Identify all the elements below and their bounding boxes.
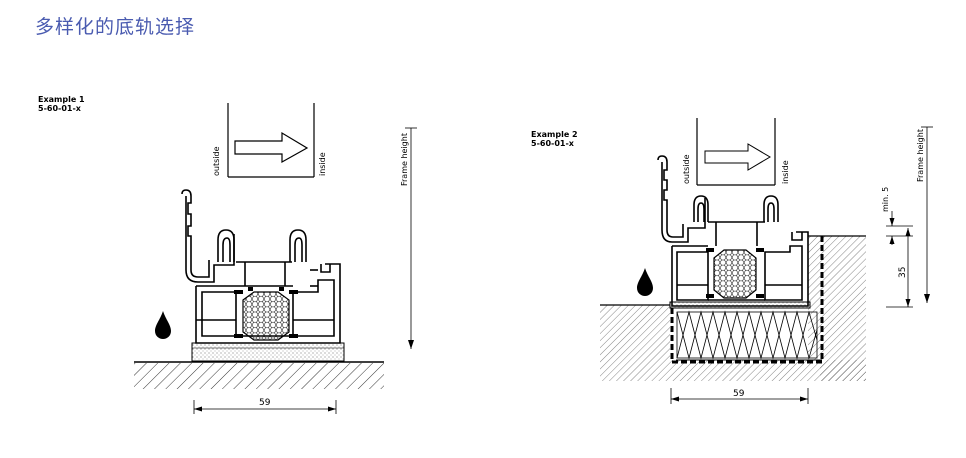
- insulation-core-1: [242, 291, 290, 341]
- depth-value-2: 35: [898, 267, 908, 278]
- width-dim-2: 59: [670, 388, 809, 404]
- depth-dims-2: [886, 211, 913, 308]
- example-2-code: 5-60-01-x: [531, 139, 574, 148]
- water-drop-icon: [637, 268, 653, 296]
- frame-height-dim-2: Frame height: [916, 126, 933, 303]
- insulation-core-2: [713, 249, 757, 299]
- min-dim-label-2: min. 5: [881, 187, 890, 212]
- example-2-name: Example 2: [531, 130, 578, 139]
- inside-label-1: inside: [318, 152, 327, 176]
- floor-left-2: [600, 304, 670, 381]
- example-1-code: 5-60-01-x: [38, 104, 81, 113]
- pit-liner-2: [670, 236, 824, 364]
- width-value-1: 59: [259, 398, 271, 408]
- frame-height-label-2: Frame height: [916, 129, 925, 182]
- direction-box-1: outside inside: [212, 103, 327, 178]
- rail-profile-2: [657, 155, 809, 307]
- frame-height-dim-1: Frame height: [400, 127, 417, 349]
- direction-box-2: outside inside: [682, 118, 790, 186]
- base-strip-2: [669, 301, 811, 309]
- ground-1: [134, 361, 384, 389]
- pit-floor-2: [670, 359, 866, 381]
- water-drop-icon: [155, 311, 171, 339]
- example-2-drawing: outside inside Frame height min. 5 35: [600, 118, 933, 404]
- arrow-right-icon: [234, 131, 309, 164]
- example-1-label: Example 1 5-60-01-x: [38, 95, 85, 113]
- example-1-drawing: outside inside Frame height: [134, 103, 417, 414]
- frame-height-label-1: Frame height: [400, 133, 409, 186]
- example-1-name: Example 1: [38, 95, 85, 104]
- outside-label-1: outside: [212, 146, 221, 176]
- arrow-right-icon: [704, 143, 771, 171]
- outside-label-2: outside: [682, 154, 691, 184]
- seals-1: [234, 287, 298, 338]
- floor-right-2: [808, 235, 866, 381]
- seals-2: [706, 248, 764, 298]
- width-value-2: 59: [733, 389, 745, 399]
- page-title: 多样化的底轨选择: [35, 16, 196, 38]
- inside-label-2: inside: [781, 160, 790, 184]
- pit-insulation-2: [676, 310, 818, 360]
- width-dim-1: 59: [193, 398, 337, 414]
- example-2-label: Example 2 5-60-01-x: [531, 130, 578, 148]
- base-gasket-1: [191, 342, 345, 362]
